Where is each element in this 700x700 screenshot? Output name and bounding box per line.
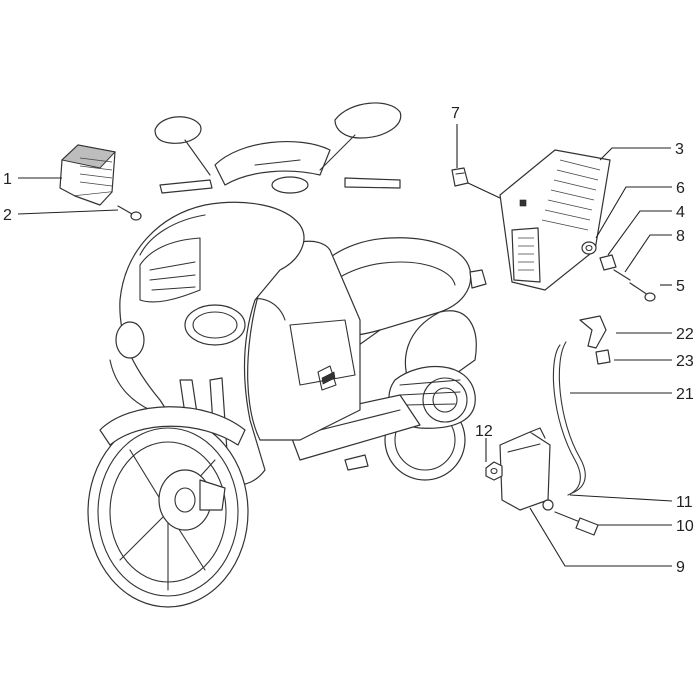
label-part-4: 4	[676, 204, 685, 221]
label-part-7: 7	[451, 105, 460, 122]
label-part-21: 21	[676, 386, 694, 403]
label-part-5: 5	[676, 278, 685, 295]
label-part-11: 11	[676, 494, 693, 511]
part-2-bolt	[117, 205, 142, 221]
part-7-clip	[451, 167, 469, 187]
label-part-1: 1	[3, 171, 12, 188]
part-12-nut	[485, 461, 503, 481]
part-3-control-unit	[499, 149, 611, 291]
parts-4-5-6-8-fasteners	[581, 241, 656, 302]
label-part-8: 8	[676, 228, 685, 245]
front-wheel	[87, 416, 249, 608]
label-part-22: 22	[676, 326, 694, 343]
leader-lines	[17, 124, 673, 567]
label-part-10: 10	[676, 518, 694, 535]
label-part-6: 6	[676, 180, 685, 197]
label-part-12: 12	[475, 423, 493, 440]
scooter-illustration	[87, 102, 487, 608]
label-part-9: 9	[676, 559, 685, 576]
parts-10-11-bolt-washer	[542, 499, 599, 536]
front-mudguard	[99, 406, 246, 446]
part-number-labels: 1 2 3 4 5 6 7 8 9 10 11 12 21 22 23	[3, 105, 694, 576]
handlebar-and-mirrors	[154, 102, 402, 194]
label-part-23: 23	[676, 353, 694, 370]
part-1-voltage-regulator	[59, 144, 116, 206]
label-part-2: 2	[3, 207, 12, 224]
part-9-ignition-coil	[499, 427, 551, 511]
parts-21-22-23-ht-lead	[552, 315, 611, 496]
label-part-3: 3	[675, 141, 684, 158]
